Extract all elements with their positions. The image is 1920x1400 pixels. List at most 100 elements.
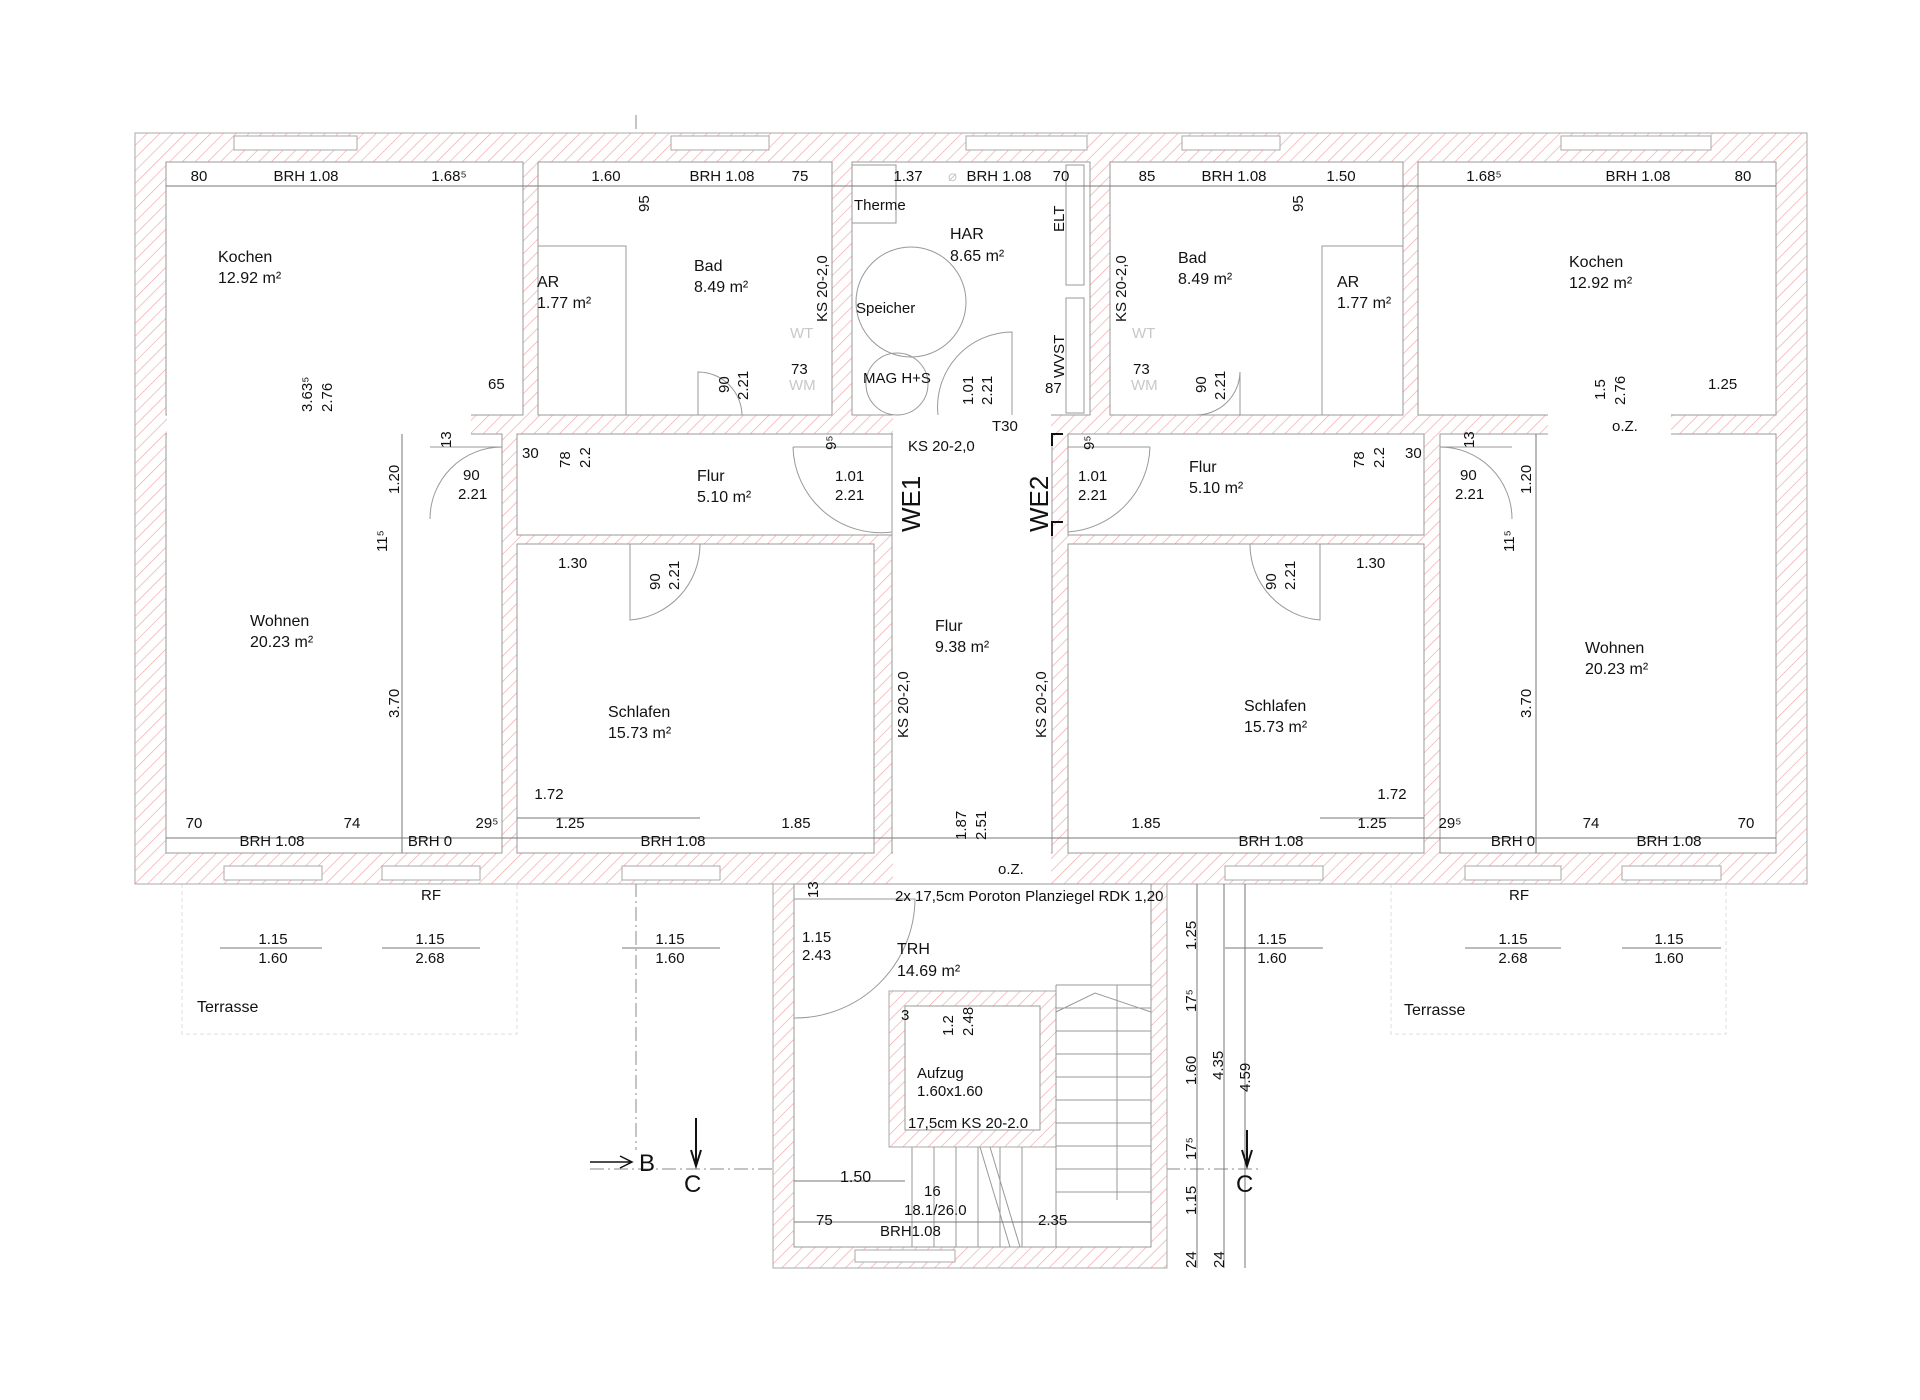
wm-label: WM	[1131, 377, 1158, 394]
dim-label: 1.85	[1131, 815, 1160, 832]
dim-label: 90	[1460, 467, 1477, 484]
room-schlafen-right	[1067, 543, 1425, 854]
door-arc-schlafen-left	[629, 543, 701, 621]
elt-label: ELT	[1051, 206, 1068, 232]
dim-label: 29⁵	[476, 815, 499, 832]
wm-label: WM	[789, 377, 816, 394]
dimensions-bottom: 70 74 29⁵ 1.25 1.85 1.87 2.51 1.85 1.25 …	[186, 786, 1755, 850]
dim-label: 2.2	[1371, 447, 1388, 468]
brh-label: BRH 1.08	[1636, 833, 1701, 850]
elevator-size: 1.60x1.60	[917, 1083, 983, 1100]
dim-label: 2.51	[973, 811, 990, 840]
dim-label: 70	[1738, 815, 1755, 832]
dim-label: 13	[438, 431, 455, 448]
room-name: Flur	[1189, 459, 1217, 476]
unit-label-we2: WE2	[1024, 476, 1054, 532]
dim-label: 2.21	[1455, 486, 1484, 503]
room-area: 15.73 m²	[608, 725, 672, 742]
oz-label: o.Z.	[998, 861, 1024, 878]
dim-label: 2.48	[960, 1007, 977, 1036]
room-name: Kochen	[1569, 254, 1623, 271]
dim-label: 13	[1461, 431, 1478, 448]
mag-tank	[865, 352, 929, 416]
dim-label: 1.68⁵	[431, 168, 466, 185]
dim-label: 2.21	[1078, 487, 1107, 504]
rooms	[165, 161, 1777, 1248]
diameter-symbol: ⌀	[948, 168, 957, 185]
corridor-opening	[893, 414, 1051, 436]
dim-label: 2.35	[1038, 1212, 1067, 1229]
dim-label: 1.15	[258, 931, 287, 948]
section-marker-c: C	[1236, 1171, 1253, 1198]
wvst-label: WVST	[1051, 335, 1068, 378]
dim-label: 1.68⁵	[1466, 168, 1501, 185]
dim-label: 75	[816, 1212, 833, 1229]
dim-label: 3.70	[1518, 689, 1535, 718]
dim-label: 1.60	[1654, 950, 1683, 967]
room-name: Wohnen	[250, 613, 309, 630]
room-area: 15.73 m²	[1244, 719, 1308, 736]
mag-label: MAG H+S	[863, 370, 931, 387]
room-name: Bad	[694, 258, 722, 275]
wt-label: WT	[1132, 325, 1155, 342]
stair-dimensions: 13 1.15 2.43 3 1.2 2.48 1.50 16 18.1/26.…	[802, 881, 1254, 1268]
wall-type-label: KS 20-2,0	[1113, 255, 1130, 322]
dim-label: 74	[344, 815, 361, 832]
dim-label: 1.20	[1518, 465, 1535, 494]
dim-label: 1.72	[1377, 786, 1406, 803]
fixtures	[429, 246, 1513, 1248]
dim-label: 1.87	[953, 811, 970, 840]
room-name: Terrasse	[197, 999, 258, 1016]
unit-marker-we2-icon	[1051, 433, 1063, 536]
dim-label: 90	[1263, 573, 1280, 590]
room-name: Schlafen	[608, 704, 670, 721]
dim-label: 2.2	[577, 447, 594, 468]
dim-label: 1.5	[1592, 379, 1609, 400]
dim-label: 78	[1351, 451, 1368, 468]
room-har	[851, 161, 1091, 416]
dim-label: 1.15	[1498, 931, 1527, 948]
room-name: Flur	[935, 618, 963, 635]
dim-label: 80	[1735, 168, 1752, 185]
wall-type-label: KS 20-2,0	[814, 255, 831, 322]
room-area: 1.77 m²	[1337, 295, 1392, 312]
dim-label: 70	[186, 815, 203, 832]
room-name: Kochen	[218, 249, 272, 266]
dim-label: 1.60	[655, 950, 684, 967]
room-flur-right	[1067, 433, 1425, 536]
room-area: 20.23 m²	[250, 634, 314, 651]
dim-label: 4.35	[1210, 1051, 1227, 1080]
speicher-label: Speicher	[856, 300, 915, 317]
windows	[223, 135, 1722, 1263]
dim-label: 90	[463, 467, 480, 484]
dim-label: 73	[1133, 361, 1150, 378]
dim-label: 2.21	[735, 371, 752, 400]
dim-label: 1.25	[1708, 376, 1737, 393]
section-marker-c: C	[684, 1171, 701, 1198]
opening-flur-stair	[893, 852, 1051, 885]
dim-label: 1.01	[1078, 468, 1107, 485]
dim-label: 1.30	[558, 555, 587, 572]
wvst-shaft	[1065, 297, 1085, 414]
dim-label: 85	[1139, 168, 1156, 185]
brh-label: BRH 1.08	[1201, 168, 1266, 185]
brh-label: BRH 1.08	[273, 168, 338, 185]
dim-label: 1.85	[781, 815, 810, 832]
dim-label: 2.21	[666, 561, 683, 590]
wall-construction-note: 2x 17,5cm Poroton Planziegel RDK 1,20	[895, 888, 1163, 905]
wall-type-label: KS 20-2,0	[895, 671, 912, 738]
brh-label: BRH 1.08	[1238, 833, 1303, 850]
dim-label: 1.60	[1257, 950, 1286, 967]
door-arc-schlafen-right	[1249, 543, 1321, 621]
dim-label: 80	[191, 168, 208, 185]
dim-label: 1.2	[940, 1015, 957, 1036]
ar-right-box	[1321, 245, 1404, 416]
elt-shaft	[1065, 164, 1085, 286]
dim-label: 4.59	[1237, 1063, 1254, 1092]
room-schlafen-left	[516, 543, 875, 854]
rf-label: RF	[421, 887, 441, 904]
dimensions-middle: 13 30 78 2.2 90 2.21 1.20 11⁵ 9⁵ 1.01 2.…	[374, 431, 1535, 718]
dim-label: 1.25	[1357, 815, 1386, 832]
dim-label: 1.15	[415, 931, 444, 948]
dim-label: 2.21	[835, 487, 864, 504]
